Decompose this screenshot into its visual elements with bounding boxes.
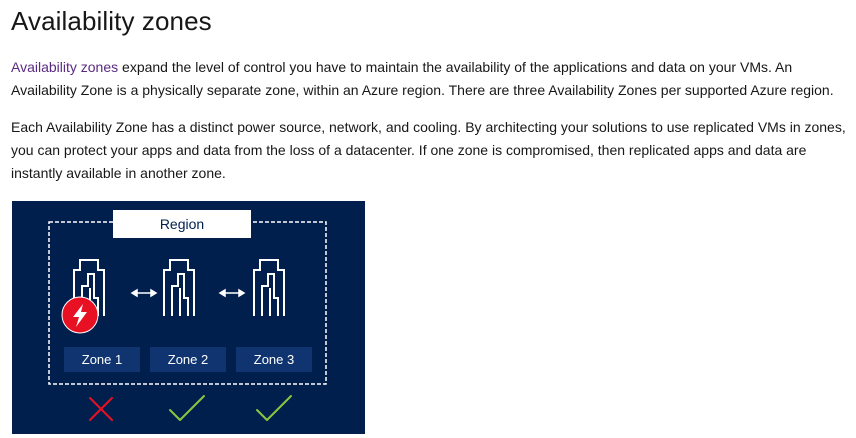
diagram-svg: Region Zone 1 <box>12 201 365 434</box>
availability-zones-link[interactable]: Availability zones <box>11 59 119 75</box>
lightning-alert-icon <box>61 296 99 334</box>
region-label: Region <box>160 216 204 232</box>
zone-label-3: Zone 3 <box>254 352 294 367</box>
zone-label-1: Zone 1 <box>82 352 122 367</box>
check-mark-icon <box>256 395 292 421</box>
zone-box-2 <box>150 347 226 372</box>
check-mark-icon <box>169 395 205 421</box>
bidirectional-arrow-icon <box>218 288 246 298</box>
zone-label-2: Zone 2 <box>168 352 208 367</box>
page-title: Availability zones <box>11 6 212 36</box>
details-paragraph: Each Availability Zone has a distinct po… <box>11 119 846 181</box>
bidirectional-arrow-icon <box>130 288 158 298</box>
availability-zones-diagram: Region Zone 1 <box>12 201 365 434</box>
zone-box-1 <box>64 347 140 372</box>
region-label-box <box>113 210 251 238</box>
x-mark-icon <box>89 397 113 421</box>
zone-box-3 <box>236 347 312 372</box>
intro-paragraph-text: expand the level of control you have to … <box>11 59 834 98</box>
intro-paragraph: Availability zones expand the level of c… <box>11 56 853 102</box>
